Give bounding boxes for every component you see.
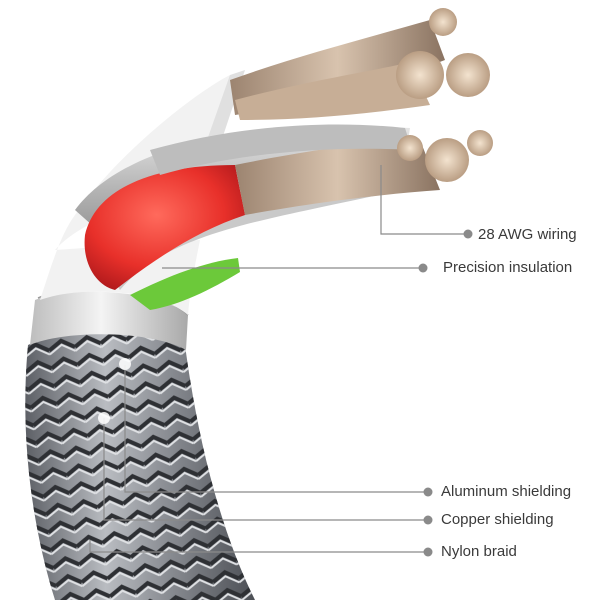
strand-ends [396, 8, 493, 182]
leader-lines [89, 165, 468, 553]
label-precision-insulation: Precision insulation [443, 259, 573, 276]
label-copper-shielding: Copper shielding [441, 511, 554, 528]
label-aluminum-shielding: Aluminum shielding [441, 483, 572, 500]
nylon-braid [25, 331, 255, 600]
copper-strands [150, 20, 445, 215]
anchor-dots [98, 358, 131, 424]
label-nylon-braid: Nylon braid [441, 543, 517, 560]
label-28-awg-wiring: 28 AWG wiring [478, 226, 577, 243]
leader-dots [418, 229, 473, 557]
precision-insulation [84, 165, 245, 310]
